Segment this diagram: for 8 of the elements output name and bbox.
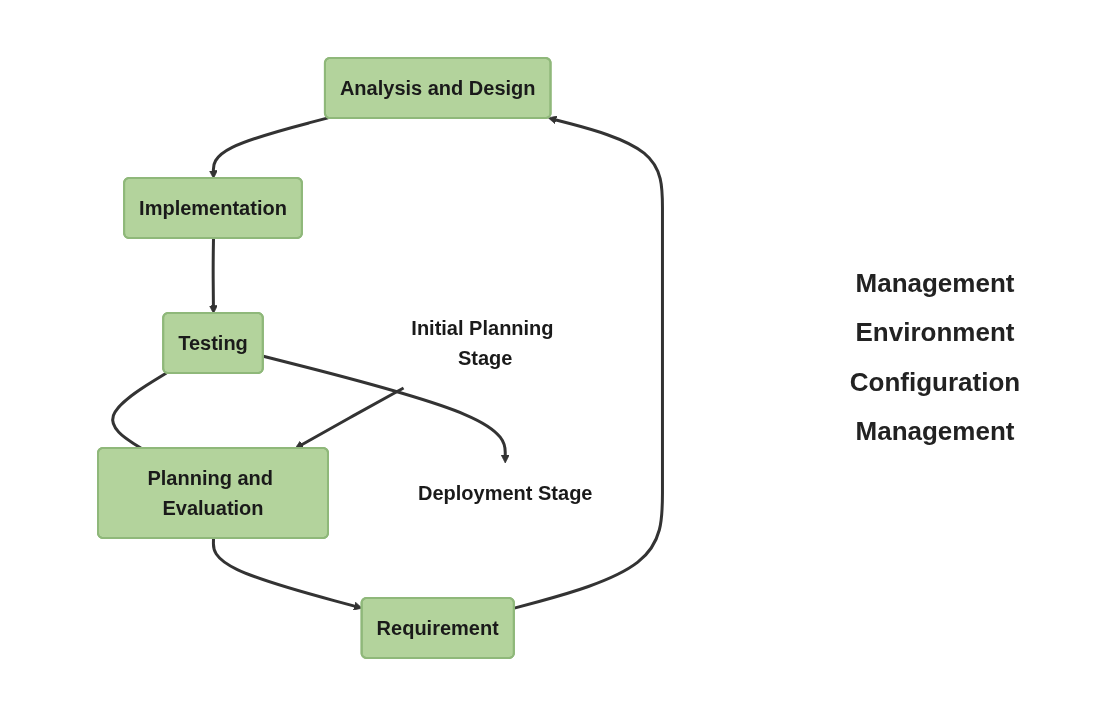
node-text: Initial Planning Stage — [411, 316, 554, 369]
arrow — [208, 115, 329, 179]
arrow — [208, 238, 218, 314]
arrow — [513, 115, 664, 610]
center-note: Management Environment Configuration Management — [848, 266, 1022, 448]
node-text: Deployment Stage — [417, 481, 593, 504]
arrow — [262, 354, 510, 463]
arrow — [294, 386, 405, 449]
